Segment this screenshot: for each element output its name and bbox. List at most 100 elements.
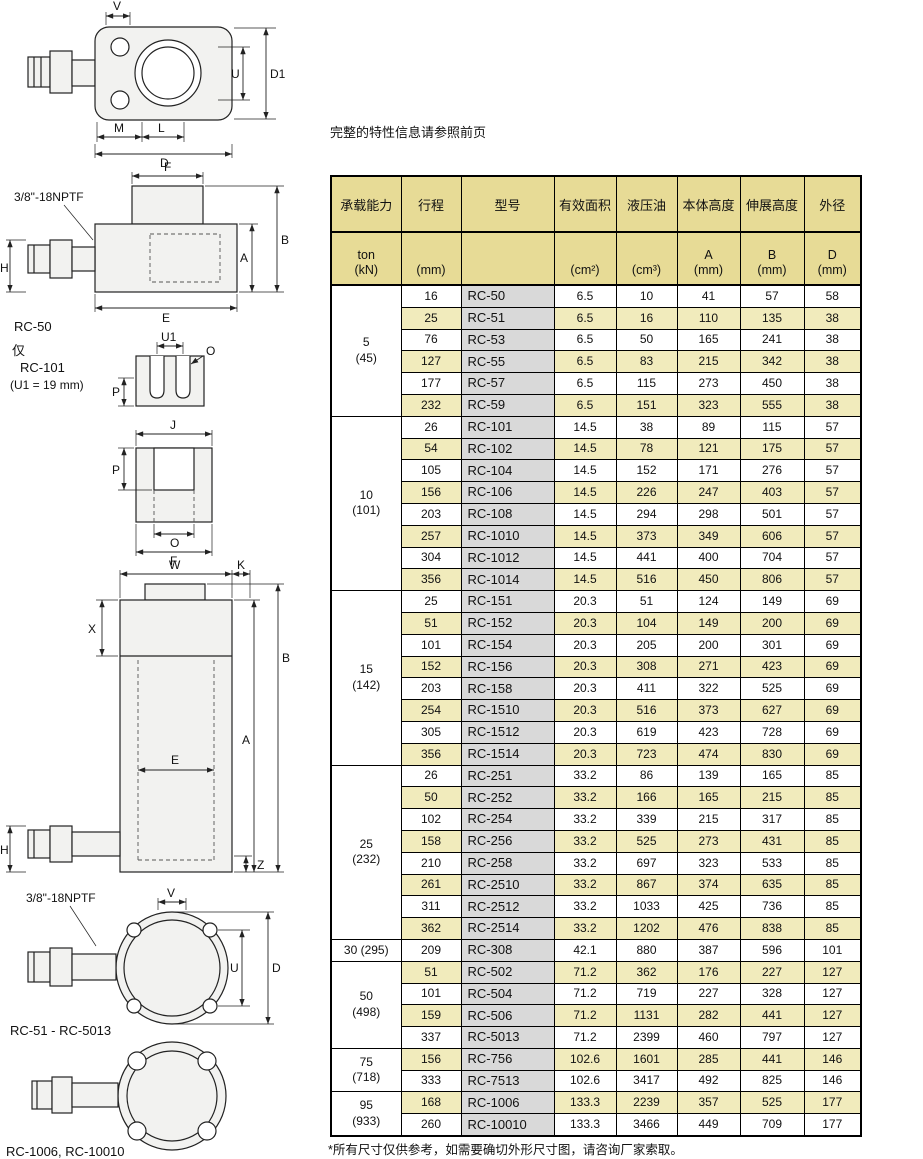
height-a-cell: 425	[676, 895, 741, 919]
area-cell: 14.5	[553, 546, 617, 570]
area-cell: 20.3	[553, 590, 617, 613]
stroke-cell: 168	[400, 1091, 462, 1115]
od-cell: 127	[803, 960, 862, 984]
height-b-cell: 797	[739, 1026, 805, 1049]
dim-label-d: D	[160, 156, 169, 170]
area-cell: 14.5	[553, 459, 617, 483]
height-a-cell: 400	[676, 546, 741, 570]
col-od-unit: D (mm)	[803, 231, 862, 286]
model-cell: RC-57	[460, 372, 555, 395]
dim-label-e: E	[162, 311, 170, 325]
dim-label-j: J	[170, 418, 176, 432]
dim-label-p: P	[112, 385, 120, 399]
caption-u1-note: (U1 = 19 mm)	[10, 378, 84, 392]
area-cell: 14.5	[553, 415, 617, 439]
dim-label-v2: V	[167, 886, 175, 900]
height-b-cell: 135	[739, 306, 805, 330]
oil-cell: 867	[615, 873, 678, 897]
od-cell: 69	[803, 633, 862, 657]
height-b-cell: 175	[739, 437, 805, 461]
area-cell: 6.5	[553, 393, 617, 417]
od-cell: 69	[803, 655, 862, 679]
height-b-cell: 555	[739, 393, 805, 417]
dim-label-h: H	[0, 261, 9, 275]
oil-cell: 619	[615, 720, 678, 744]
od-cell: 57	[803, 568, 862, 592]
height-a-cell: 474	[676, 742, 741, 766]
stroke-cell: 362	[400, 917, 462, 940]
height-b-cell: 525	[739, 677, 805, 701]
stroke-cell: 304	[400, 546, 462, 570]
height-a-cell: 200	[676, 633, 741, 657]
capacity-cell: 75 (718)	[330, 1047, 402, 1093]
oil-cell: 339	[615, 808, 678, 831]
od-cell: 85	[803, 829, 862, 853]
od-cell: 85	[803, 786, 862, 810]
od-cell: 57	[803, 459, 862, 483]
height-b-cell: 241	[739, 328, 805, 352]
area-cell: 133.3	[553, 1091, 617, 1115]
od-cell: 69	[803, 590, 862, 613]
drawing-saddle-top: J P O F	[112, 418, 213, 568]
stroke-cell: 337	[400, 1026, 462, 1049]
model-cell: RC-506	[460, 1004, 555, 1028]
model-cell: RC-252	[460, 786, 555, 810]
area-cell: 71.2	[553, 1004, 617, 1028]
stroke-cell: 26	[400, 415, 462, 439]
dim-label-b: B	[281, 233, 289, 247]
stroke-cell: 159	[400, 1004, 462, 1028]
od-cell: 146	[803, 1069, 862, 1093]
oil-cell: 362	[615, 960, 678, 984]
model-cell: RC-502	[460, 960, 555, 984]
od-cell: 101	[803, 938, 862, 962]
height-b-cell: 276	[739, 459, 805, 483]
col-height-a-unit: A (mm)	[676, 231, 741, 286]
height-a-cell: 139	[676, 764, 741, 788]
height-a-cell: 476	[676, 917, 741, 940]
height-b-cell: 806	[739, 568, 805, 592]
area-cell: 6.5	[553, 306, 617, 330]
model-cell: RC-10010	[460, 1113, 555, 1137]
stroke-cell: 152	[400, 655, 462, 679]
dim-label-b2: B	[282, 651, 290, 665]
od-cell: 85	[803, 895, 862, 919]
model-cell: RC-2510	[460, 873, 555, 897]
height-a-cell: 298	[676, 502, 741, 526]
stroke-cell: 101	[400, 982, 462, 1006]
dim-label-d1: D1	[270, 67, 286, 81]
model-cell: RC-1010	[460, 524, 555, 548]
stroke-cell: 25	[400, 590, 462, 613]
stroke-cell: 203	[400, 502, 462, 526]
stroke-cell: 156	[400, 481, 462, 504]
height-b-cell: 200	[739, 611, 805, 635]
header-title: 外径	[819, 197, 846, 213]
od-cell: 127	[803, 982, 862, 1006]
height-a-cell: 423	[676, 720, 741, 744]
height-b-cell: 215	[739, 786, 805, 810]
dim-label-a2: A	[242, 733, 250, 747]
model-cell: RC-152	[460, 611, 555, 635]
height-b-cell: 825	[739, 1069, 805, 1093]
model-cell: RC-308	[460, 938, 555, 962]
height-a-cell: 271	[676, 655, 741, 679]
oil-cell: 525	[615, 829, 678, 853]
col-model-unit	[460, 231, 555, 286]
oil-cell: 51	[615, 590, 678, 613]
dim-label-f2: F	[170, 554, 177, 568]
header-title: 伸展高度	[745, 197, 798, 213]
od-cell: 57	[803, 502, 862, 526]
caption-rc1006: RC-1006, RC-10010	[6, 1144, 125, 1159]
col-oil-unit: (cm³)	[615, 231, 678, 286]
height-a-cell: 273	[676, 372, 741, 395]
od-cell: 69	[803, 699, 862, 722]
